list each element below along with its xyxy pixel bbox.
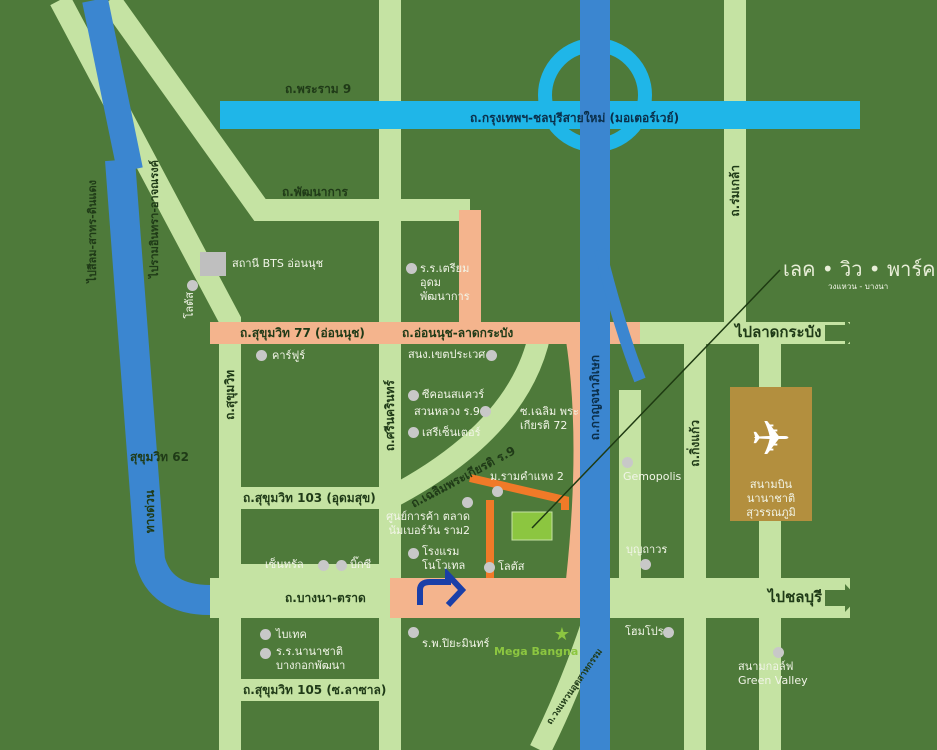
place-bigc: บิ๊กซี bbox=[350, 558, 372, 571]
poi-dot bbox=[256, 350, 267, 361]
place-lotus-2: โลตัส bbox=[498, 560, 525, 573]
label-to-chonburi: ไปชลบุรี bbox=[768, 588, 823, 606]
label-silom: ไปสีลม-สาทร-ดินแดง bbox=[86, 180, 99, 283]
poi-dot bbox=[406, 263, 417, 274]
expressway-bangna bbox=[105, 158, 211, 615]
place-school: ร.ร.เตรียมอุดม พัฒนาการ bbox=[420, 262, 470, 303]
project-logo-subtitle: วงแหวน - บางนา bbox=[828, 282, 889, 291]
place-green-valley: Green Valley bbox=[738, 674, 808, 687]
label-rama9: ถ.พระราม 9 bbox=[285, 82, 352, 96]
poi-dot bbox=[622, 457, 633, 468]
label-sukhumvit77: ถ.สุขุมวิท 77 (อ่อนนุช) bbox=[240, 326, 365, 340]
label-sukhumvit: ถ.สุขุมวิท bbox=[223, 370, 237, 420]
poi-dot bbox=[663, 627, 674, 638]
poi-dot bbox=[640, 559, 651, 570]
poi-dot bbox=[318, 560, 329, 571]
poi-dot bbox=[408, 427, 419, 438]
place-carrefour: คาร์ฟูร์ bbox=[272, 349, 306, 362]
bts-station-icon bbox=[200, 252, 226, 276]
label-motorway: ถ.กรุงเทพฯ-ชลบุรีสายใหม่ (มอเตอร์เวย์) bbox=[470, 111, 680, 125]
place-airport: สนามบินนานาชาติ สุวรรณภูมิ bbox=[746, 478, 796, 519]
place-district-office: สนง.เขตประเวศ bbox=[408, 348, 486, 361]
label-ramindra: ไปรามอินทรา-อาจณรงค์ bbox=[148, 160, 161, 278]
arrow-right-icon bbox=[825, 584, 858, 612]
place-biotec: ไบเทค bbox=[276, 628, 307, 641]
place-bts: สถานี BTS อ่อนนุช bbox=[232, 257, 324, 270]
poi-dot bbox=[462, 497, 473, 508]
ramp bbox=[594, 248, 646, 383]
poi-dot bbox=[408, 548, 419, 559]
place-lotus: โลตัส bbox=[183, 292, 196, 319]
pointer-line bbox=[531, 269, 781, 529]
place-boonthavorn: บุญถาวร bbox=[626, 543, 668, 556]
label-onnut-latkrabang: ถ.อ่อนนุช-ลาดกระบัง bbox=[402, 326, 514, 340]
poi-dot bbox=[486, 350, 497, 361]
label-sukhumvit105: ถ.สุขุมวิท 105 (ซ.ลาซาล) bbox=[243, 683, 387, 697]
expressway-top bbox=[82, 0, 143, 173]
poi-dot bbox=[408, 390, 419, 401]
poi-dot bbox=[773, 647, 784, 658]
place-mega-bangna: Mega Bangna bbox=[494, 645, 579, 658]
label-sukhumvit103: ถ.สุขุมวิท 103 (อุดมสุข) bbox=[243, 491, 376, 505]
airport-block bbox=[730, 387, 812, 521]
poi-dot bbox=[260, 648, 271, 659]
place-hospital: ร.พ.ปิยะมินทร์ bbox=[422, 637, 490, 650]
place-ramkhamhaeng: ม.รามคำแหง 2 bbox=[490, 470, 564, 483]
label-kingkaew: ถ.กิ่งแก้ว bbox=[688, 420, 702, 467]
label-sukhumvit62: สุขุมวิท 62 bbox=[130, 450, 189, 464]
place-gemopolis: Gemopolis bbox=[623, 470, 682, 483]
label-bangna-expressway: ทางด่วน bbox=[143, 490, 157, 534]
poi-dot bbox=[187, 280, 198, 291]
place-homepro: โฮมโปร bbox=[625, 625, 664, 638]
u-turn-icon bbox=[417, 567, 467, 608]
project-site bbox=[511, 511, 553, 541]
poi-dot bbox=[408, 627, 419, 638]
place-golf: สนามกอล์ฟ bbox=[738, 660, 794, 673]
place-paradise: เสรีเซ็นเตอร์ bbox=[422, 426, 481, 439]
poi-dot bbox=[484, 562, 495, 573]
label-bangna-trat: ถ.บางนา-ตราด bbox=[285, 591, 366, 605]
place-central: เซ็นทรัล bbox=[265, 558, 304, 571]
poi-dot bbox=[480, 406, 491, 417]
label-romklao: ถ.ร่มเกล้า bbox=[728, 165, 742, 217]
label-pattanakarn: ถ.พัฒนาการ bbox=[282, 185, 348, 199]
place-novotel: โรงแรม โนโวเทล bbox=[422, 545, 466, 572]
poi-dot bbox=[492, 486, 503, 497]
arrow-right-icon bbox=[825, 319, 858, 347]
project-logo-name: เลค • วิว • พาร์ค bbox=[783, 257, 936, 281]
label-srinakarin: ถ.ศรีนครินทร์ bbox=[383, 380, 397, 452]
place-suanluang: สวนหลวง ร.9 bbox=[414, 405, 480, 418]
airplane-icon: ✈ bbox=[751, 411, 791, 467]
place-school-2: ร.ร.นานาชาติ บางกอกพัฒนา bbox=[276, 645, 346, 672]
place-seacon: ซีคอนสแควร์ bbox=[422, 388, 485, 401]
label-to-latkrabang: ไปลาดกระบัง bbox=[735, 323, 822, 341]
poi-dot bbox=[336, 560, 347, 571]
label-kanchanaphisek: ถ.กาญจนาภิเษก bbox=[588, 355, 602, 441]
star-icon: ★ bbox=[554, 624, 570, 645]
label-soi-chalerm: ซ.เฉลิม พระเกียรติ 72 bbox=[520, 405, 579, 432]
place-market: ศูนย์การค้า ตลาดนัมเบอร์วัน ราม2 bbox=[386, 510, 470, 537]
road-chalerm-r9 bbox=[384, 330, 551, 508]
poi-dot bbox=[260, 629, 271, 640]
